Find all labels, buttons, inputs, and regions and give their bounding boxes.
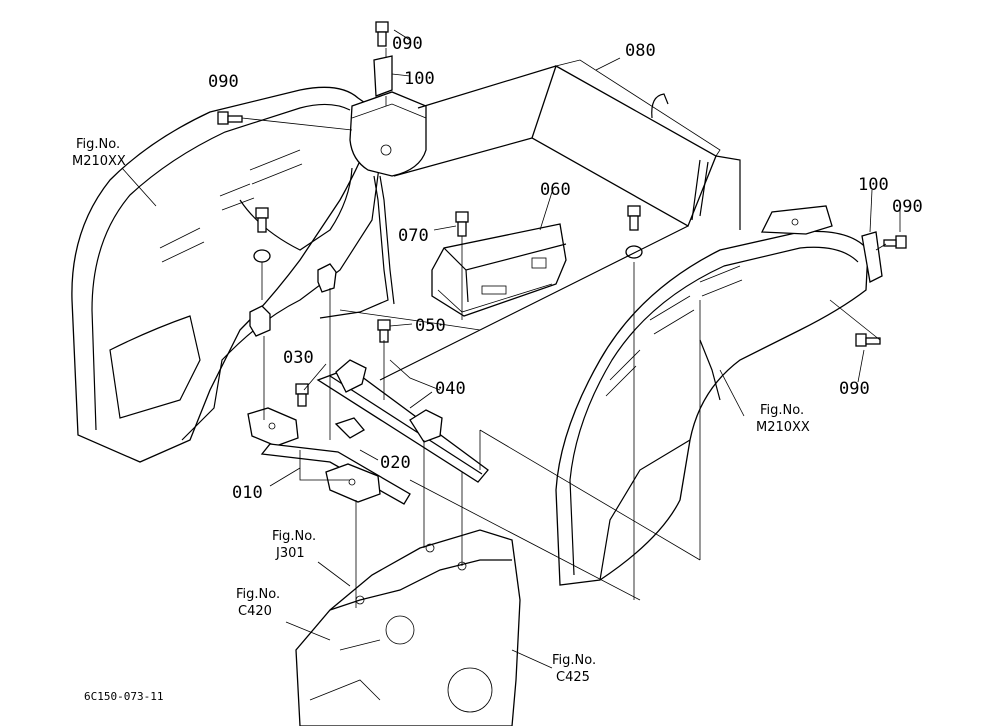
bolt-icon (883, 235, 907, 249)
ref-fig-no-j301: Fig.No. (272, 529, 316, 544)
label-100-top: 100 (404, 69, 435, 89)
label-090-top: 090 (392, 34, 423, 54)
ref-c420: C420 (238, 604, 272, 619)
part-040-rail (316, 359, 489, 483)
label-100-right: 100 (858, 175, 889, 195)
label-060: 060 (540, 180, 571, 200)
assembly-lines (241, 48, 887, 608)
ref-fig-no-c425: Fig.No. (552, 653, 596, 668)
bolt-icon (455, 211, 469, 237)
label-080: 080 (625, 41, 656, 61)
label-010: 010 (232, 483, 263, 503)
label-020: 020 (380, 453, 411, 473)
label-090-left: 090 (208, 72, 239, 92)
part-060-toolbox (431, 223, 567, 317)
label-050: 050 (415, 316, 446, 336)
ref-fig-no-c420: Fig.No. (236, 587, 280, 602)
ref-m210xx-right: M210XX (756, 420, 810, 435)
small-hardware (217, 21, 907, 407)
label-070: 070 (398, 226, 429, 246)
ref-fig-no-right: Fig.No. (760, 403, 804, 418)
bolt-icon (217, 111, 243, 125)
ref-m210xx-left: M210XX (72, 154, 126, 169)
ref-j301: J301 (275, 546, 305, 561)
ref-c425: C425 (556, 670, 590, 685)
left-fender (71, 86, 427, 463)
label-040: 040 (435, 379, 466, 399)
label-090-right-lower: 090 (839, 379, 870, 399)
bolt-icon (377, 319, 391, 343)
right-fender (555, 205, 869, 586)
label-leaders (121, 29, 901, 669)
ref-fig-no-left: Fig.No. (76, 137, 120, 152)
engine-block (295, 529, 521, 726)
bolt-icon (295, 383, 309, 407)
bolt-icon (855, 333, 881, 347)
part-080-cover (531, 59, 721, 227)
label-030: 030 (283, 348, 314, 368)
label-090-right: 090 (892, 197, 923, 217)
bolt-icon (253, 207, 271, 263)
part-010-bracket (247, 407, 411, 505)
drawing-code: 6C150-073-11 (84, 690, 163, 703)
bolt-icon (375, 21, 389, 47)
